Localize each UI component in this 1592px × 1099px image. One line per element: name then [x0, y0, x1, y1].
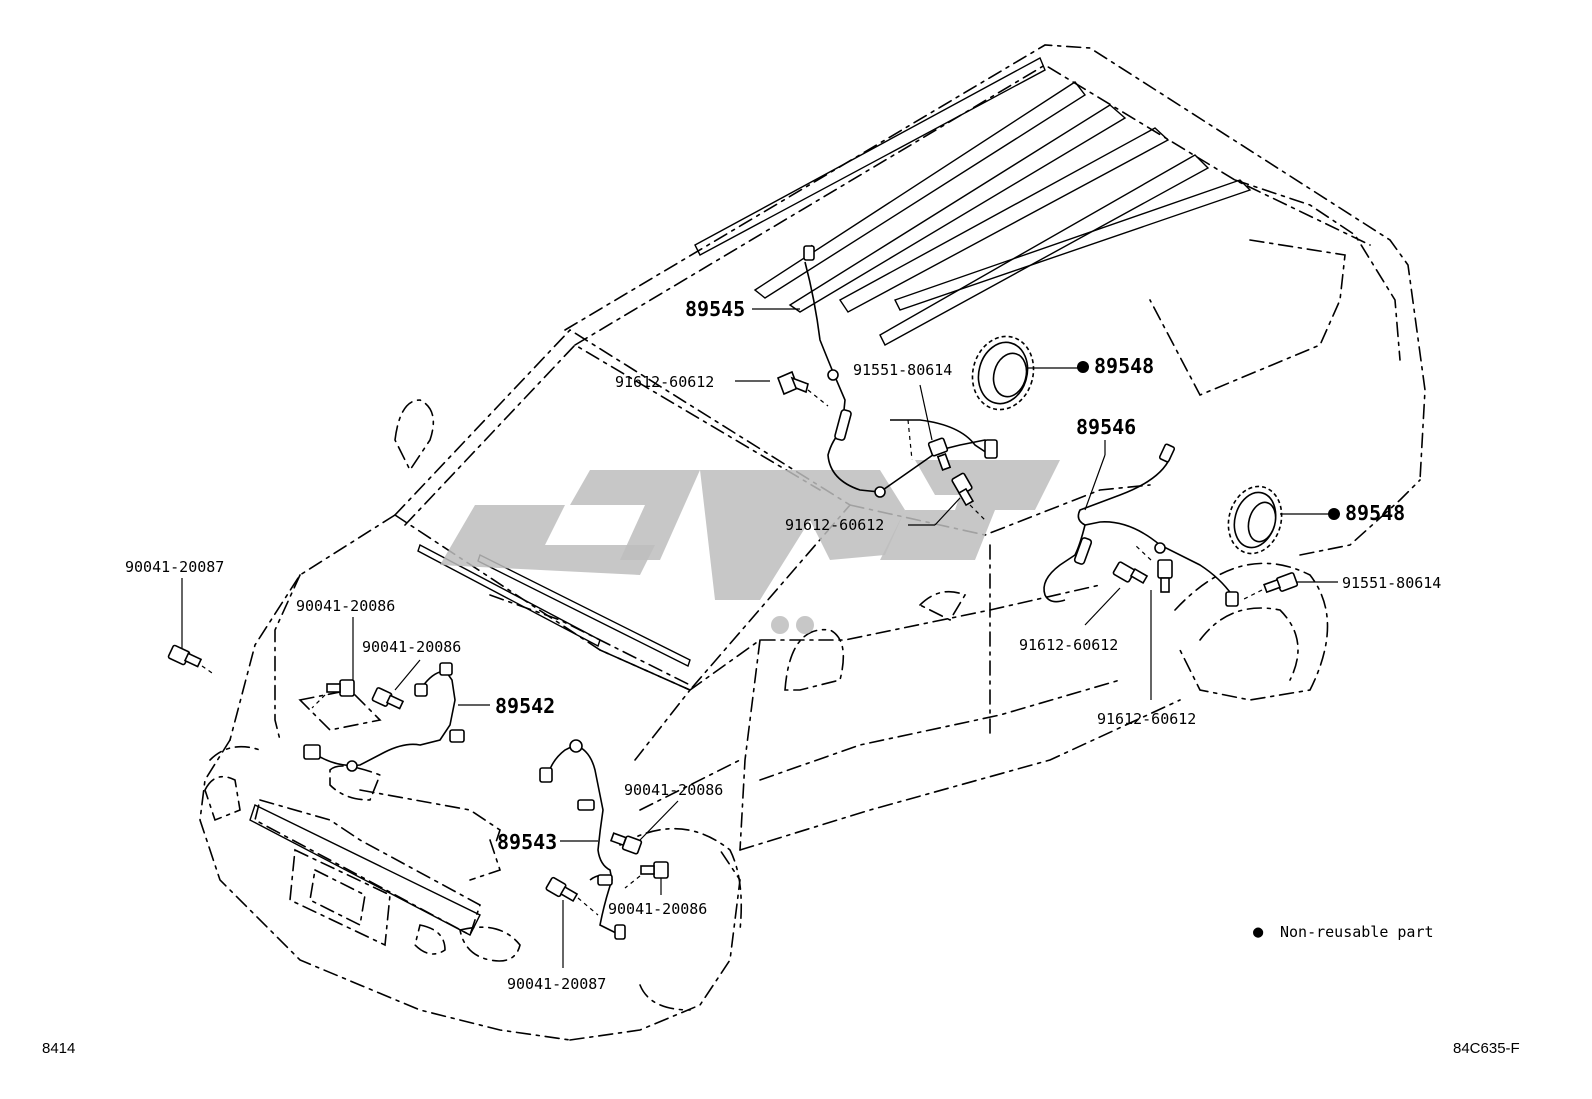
non-reusable-marker-b	[1328, 508, 1340, 520]
bolt-90041-20087-b	[545, 876, 599, 968]
label-89542: 89542	[495, 694, 555, 718]
label-91551-80614-b: 91551-80614	[1342, 574, 1441, 592]
label-90041-20087-a: 90041-20087	[125, 558, 224, 576]
bolt-90041-20086-b	[371, 659, 421, 710]
sensor-89545	[803, 244, 998, 498]
label-90041-20087-b: 90041-20087	[507, 975, 606, 993]
label-89545: 89545	[685, 297, 745, 321]
bolt-90041-20086-a	[311, 617, 355, 709]
sensor-rotor-89548-b	[1227, 485, 1328, 555]
label-89548-a: 89548	[1094, 354, 1154, 378]
bolt-91612-a	[776, 370, 829, 407]
bolt-91612-c	[1084, 561, 1149, 626]
label-90041-20086-c: 90041-20086	[624, 781, 723, 799]
label-91612-60612-a: 91612-60612	[615, 373, 714, 391]
label-90041-20086-a: 90041-20086	[296, 597, 395, 615]
sensor-rotor-89548-a	[971, 335, 1078, 411]
sensor-89543	[539, 739, 626, 940]
label-91551-80614-a: 91551-80614	[853, 361, 952, 379]
non-reusable-marker-a	[1077, 361, 1089, 373]
label-89546: 89546	[1076, 415, 1136, 439]
footer-left-code: 8414	[42, 1040, 75, 1057]
label-91612-60612-c: 91612-60612	[1019, 636, 1118, 654]
label-89548-b: 89548	[1345, 501, 1405, 525]
watermark-logo	[440, 460, 1060, 634]
bolt-90041-20086-c	[609, 800, 679, 855]
legend-text: Non-reusable part	[1280, 923, 1434, 941]
bolt-91551-a	[907, 384, 952, 471]
bolt-91551-b	[1241, 572, 1338, 601]
legend-symbol: ●	[1253, 922, 1264, 942]
sensor-89546	[1043, 440, 1239, 607]
label-89543: 89543	[497, 830, 557, 854]
bolt-91612-b	[908, 472, 986, 526]
bolt-91612-d	[1134, 544, 1173, 700]
label-91612-60612-d: 91612-60612	[1097, 710, 1196, 728]
bolt-90041-20086-d	[624, 861, 669, 895]
bolt-90041-20087-a	[167, 578, 216, 676]
label-91612-60612-b: 91612-60612	[785, 516, 884, 534]
label-90041-20086-b: 90041-20086	[362, 638, 461, 656]
sensor-89542	[303, 662, 490, 772]
label-90041-20086-d: 90041-20086	[608, 900, 707, 918]
footer-right-code: 84C635-F	[1453, 1040, 1520, 1057]
